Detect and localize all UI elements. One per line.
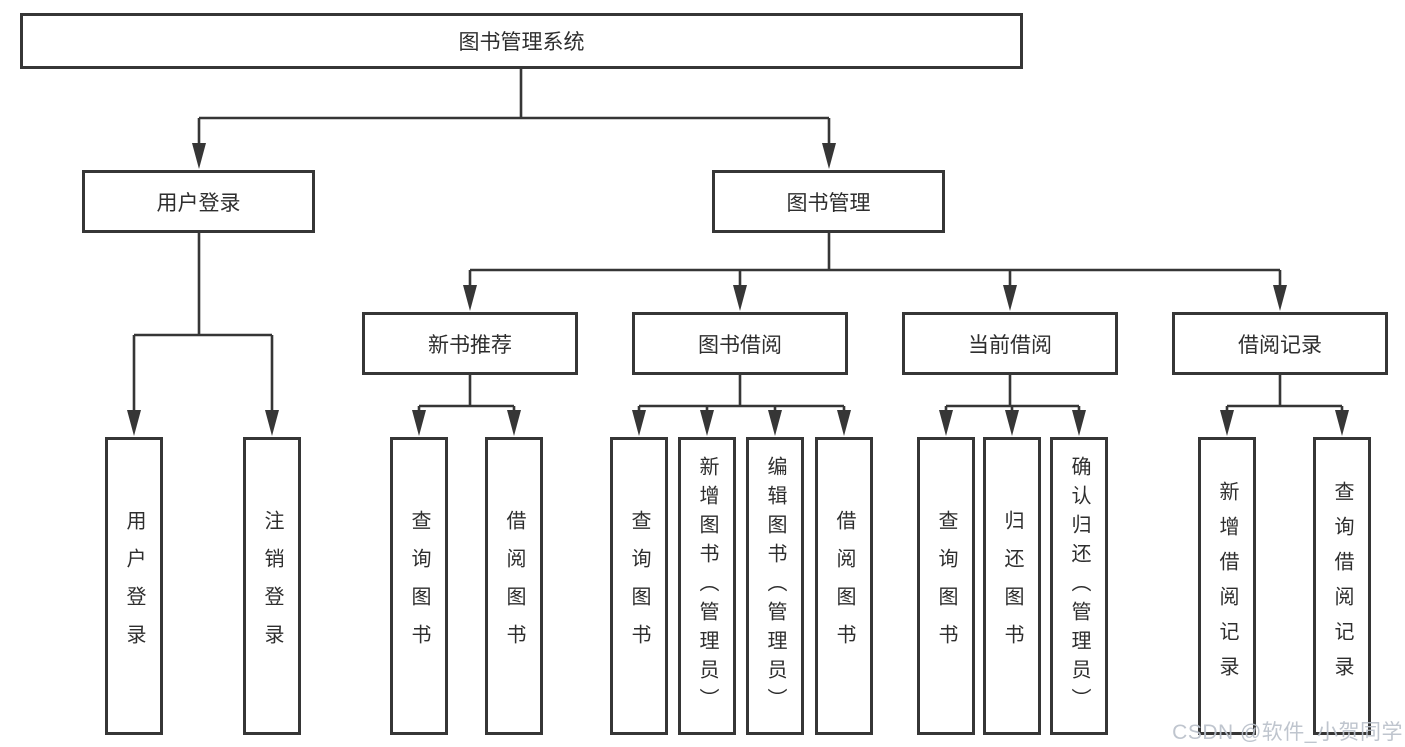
- leaf-records-query-record: 查询借阅记录: [1313, 437, 1371, 735]
- leaf-borrow-borrow-books: 借阅图书: [815, 437, 873, 735]
- node-root-system: 图书管理系统: [20, 13, 1023, 69]
- node-label: 借阅图书: [833, 510, 855, 662]
- node-borrowing-records: 借阅记录: [1172, 312, 1388, 375]
- node-label: 新书推荐: [428, 333, 512, 357]
- node-user-login: 用户登录: [82, 170, 315, 233]
- node-label: 新增借阅记录: [1216, 481, 1238, 691]
- node-label: 图书管理: [786, 191, 871, 215]
- node-label: 编辑图书（管理员）: [764, 455, 786, 717]
- node-label: 用户登录: [156, 191, 241, 215]
- node-label: 图书管理系统: [458, 31, 585, 54]
- node-label: 确认归还（管理员）: [1068, 455, 1090, 717]
- leaf-borrow-add-books-admin: 新增图书（管理员）: [678, 437, 736, 735]
- node-label: 新增图书（管理员）: [696, 455, 718, 717]
- node-label: 借阅记录: [1238, 333, 1322, 357]
- leaf-borrow-edit-books-admin: 编辑图书（管理员）: [746, 437, 804, 735]
- leaf-borrow-query-books: 查询图书: [610, 437, 668, 735]
- leaf-logout: 注销登录: [243, 437, 301, 735]
- leaf-records-add-record: 新增借阅记录: [1198, 437, 1256, 735]
- node-label: 当前借阅: [968, 333, 1052, 357]
- leaf-recommend-borrow-books: 借阅图书: [485, 437, 543, 735]
- node-label: 查询借阅记录: [1331, 481, 1353, 691]
- leaf-current-return-books: 归还图书: [983, 437, 1041, 735]
- node-label: 注销登录: [261, 510, 283, 662]
- node-book-management: 图书管理: [712, 170, 945, 233]
- leaf-user-login: 用户登录: [105, 437, 163, 735]
- node-label: 查询图书: [935, 510, 957, 662]
- node-label: 查询图书: [408, 510, 430, 662]
- leaf-recommend-query-books: 查询图书: [390, 437, 448, 735]
- node-label: 图书借阅: [698, 333, 782, 357]
- node-current-borrowing: 当前借阅: [902, 312, 1118, 375]
- arrowheads: [127, 143, 1349, 436]
- node-label: 借阅图书: [503, 510, 525, 662]
- csdn-watermark: CSDN @软件_小贺同学: [1172, 721, 1403, 744]
- tree-edges: [132, 69, 1344, 411]
- leaf-current-confirm-return-admin: 确认归还（管理员）: [1050, 437, 1108, 735]
- node-book-borrowing: 图书借阅: [632, 312, 848, 375]
- leaf-current-query-books: 查询图书: [917, 437, 975, 735]
- node-label: 用户登录: [123, 510, 145, 662]
- node-new-book-recommendation: 新书推荐: [362, 312, 578, 375]
- node-label: 归还图书: [1001, 510, 1023, 662]
- node-label: 查询图书: [628, 510, 650, 662]
